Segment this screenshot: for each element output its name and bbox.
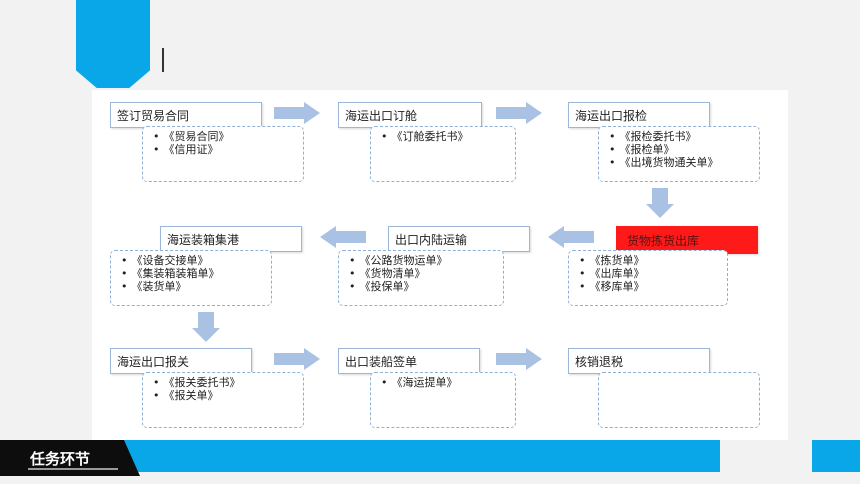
doc-item: 《拣货单》 <box>579 254 721 267</box>
doc-item: 《货物清单》 <box>349 267 497 280</box>
doc-item: 《订舱委托书》 <box>381 130 509 143</box>
doc-item: 《报检单》 <box>609 143 753 156</box>
arrow-left-icon <box>320 226 366 248</box>
doc-item: 《报检委托书》 <box>609 130 753 143</box>
doc-item: 《公路货物运单》 <box>349 254 497 267</box>
arrow-left-icon <box>548 226 594 248</box>
arrow-right-icon <box>496 348 542 370</box>
doc-item: 《投保单》 <box>349 280 497 293</box>
stage-sign-contract: 签订贸易合同 <box>110 102 262 128</box>
doc-item: 《移库单》 <box>579 280 721 293</box>
footer-blue-bar <box>120 440 720 472</box>
doc-item: 《贸易合同》 <box>153 130 297 143</box>
arrow-right-icon <box>496 102 542 124</box>
stage-customs: 海运出口报关 <box>110 348 252 374</box>
docs-booking: 《订舱委托书》 <box>370 126 516 182</box>
arrow-right-icon <box>274 102 320 124</box>
stage-tax-refund: 核销退税 <box>568 348 710 374</box>
corner-decoration <box>76 0 150 44</box>
doc-item: 《装货单》 <box>121 280 265 293</box>
stage-picking-outbound: 货物拣货出库 <box>616 226 758 254</box>
stage-booking: 海运出口订舱 <box>338 102 482 128</box>
docs-sign-contract: 《贸易合同》 《信用证》 <box>142 126 304 182</box>
title-divider <box>162 48 164 72</box>
footer-section-label: 任务环节 <box>30 450 91 468</box>
docs-tax-refund <box>598 372 760 428</box>
stage-container-loading: 海运装箱集港 <box>160 226 302 252</box>
footer-blue-block <box>812 440 860 472</box>
docs-shipment-signing: 《海运提单》 <box>370 372 516 428</box>
corner-hexagon <box>76 44 150 88</box>
doc-item: 《报关单》 <box>153 389 297 402</box>
doc-item: 《报关委托书》 <box>153 376 297 389</box>
docs-inspection: 《报检委托书》 《报检单》 《出境货物通关单》 <box>598 126 760 182</box>
doc-item: 《海运提单》 <box>381 376 509 389</box>
arrow-down-icon <box>646 188 674 218</box>
flow-diagram-panel: 签订贸易合同 《贸易合同》 《信用证》 海运出口订舱 《订舱委托书》 海运出口报… <box>92 90 788 440</box>
footer-underline <box>28 468 118 470</box>
stage-inspection: 海运出口报检 <box>568 102 710 128</box>
doc-item: 《集装箱装箱单》 <box>121 267 265 280</box>
doc-item: 《出境货物通关单》 <box>609 156 753 169</box>
stage-inland-transport: 出口内陆运输 <box>388 226 530 252</box>
docs-inland-transport: 《公路货物运单》 《货物清单》 《投保单》 <box>338 250 504 306</box>
doc-item: 《信用证》 <box>153 143 297 156</box>
arrow-down-icon <box>192 312 220 342</box>
doc-item: 《设备交接单》 <box>121 254 265 267</box>
stage-shipment-signing: 出口装船签单 <box>338 348 480 374</box>
arrow-right-icon <box>274 348 320 370</box>
docs-container-loading: 《设备交接单》 《集装箱装箱单》 《装货单》 <box>110 250 272 306</box>
docs-customs: 《报关委托书》 《报关单》 <box>142 372 304 428</box>
docs-picking-outbound: 《拣货单》 《出库单》 《移库单》 <box>568 250 728 306</box>
footer-section-tab: 任务环节 <box>0 440 140 476</box>
doc-item: 《出库单》 <box>579 267 721 280</box>
